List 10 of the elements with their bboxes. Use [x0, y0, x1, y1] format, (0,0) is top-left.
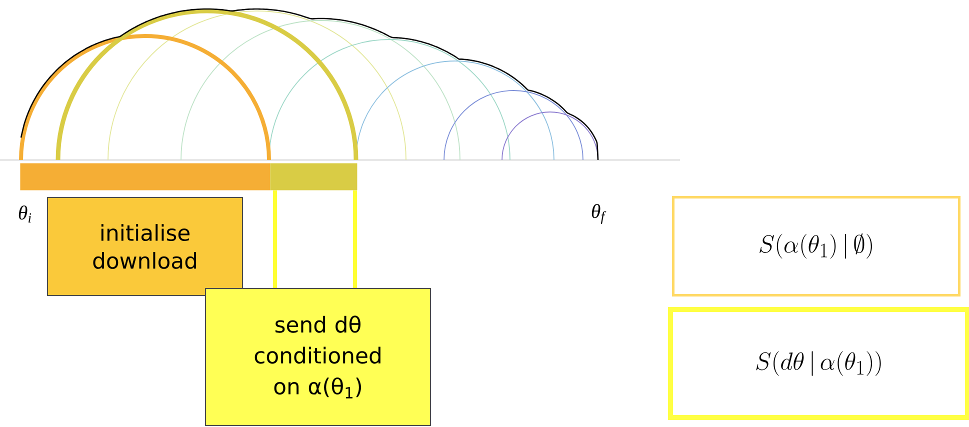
- bar: [270, 163, 358, 190]
- bar: [20, 163, 270, 190]
- axis-label: θ$_{f}$: [592, 204, 606, 224]
- connector-line: [273, 190, 277, 288]
- formula-box: $S\Big(d\theta\,|\,\alpha(\theta_1)\Big)$: [668, 307, 969, 420]
- connector-line: [353, 190, 357, 288]
- formula-box: $S\Big(\alpha(\theta_1)\,|\,\emptyset\Big)$: [672, 196, 960, 296]
- process-box: initialise download: [47, 197, 243, 296]
- axis-label: θ$_{i}$: [18, 205, 32, 223]
- process-box: send dθ conditioned on α(θ$_{1}$): [205, 288, 431, 426]
